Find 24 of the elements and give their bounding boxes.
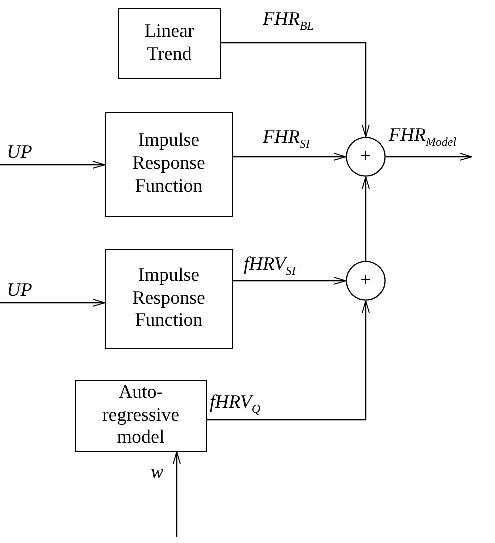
box-label: Impulse Response Function bbox=[132, 264, 206, 334]
arrow bbox=[207, 300, 370, 421]
process-box bbox=[75, 380, 207, 452]
arrow bbox=[386, 153, 472, 161]
plus-sign: + bbox=[360, 146, 372, 168]
edge-label: fHRV$_{SI}$ bbox=[243, 255, 297, 278]
edge-label: FHR$_{Model}$ bbox=[388, 126, 458, 149]
edge-label: fHRV$_{Q}$ bbox=[209, 393, 262, 416]
arrow bbox=[362, 176, 370, 261]
edge-label: FHR$_{SI}$ bbox=[262, 128, 311, 151]
arrow bbox=[173, 452, 181, 537]
arrow bbox=[0, 161, 106, 169]
box-label: Impulse Response Function bbox=[132, 130, 206, 199]
arrow bbox=[233, 153, 346, 161]
arrow bbox=[0, 299, 106, 307]
plus-sign: + bbox=[360, 270, 372, 292]
arrow bbox=[221, 42, 370, 138]
box-label: Auto-regressive model bbox=[101, 382, 181, 450]
process-box bbox=[105, 249, 233, 349]
process-box bbox=[118, 8, 221, 79]
arrow bbox=[233, 277, 346, 285]
process-box bbox=[105, 112, 233, 217]
edge-label: FHR$_{BL}$ bbox=[262, 10, 315, 33]
box-label: Linear Trend bbox=[144, 20, 196, 66]
